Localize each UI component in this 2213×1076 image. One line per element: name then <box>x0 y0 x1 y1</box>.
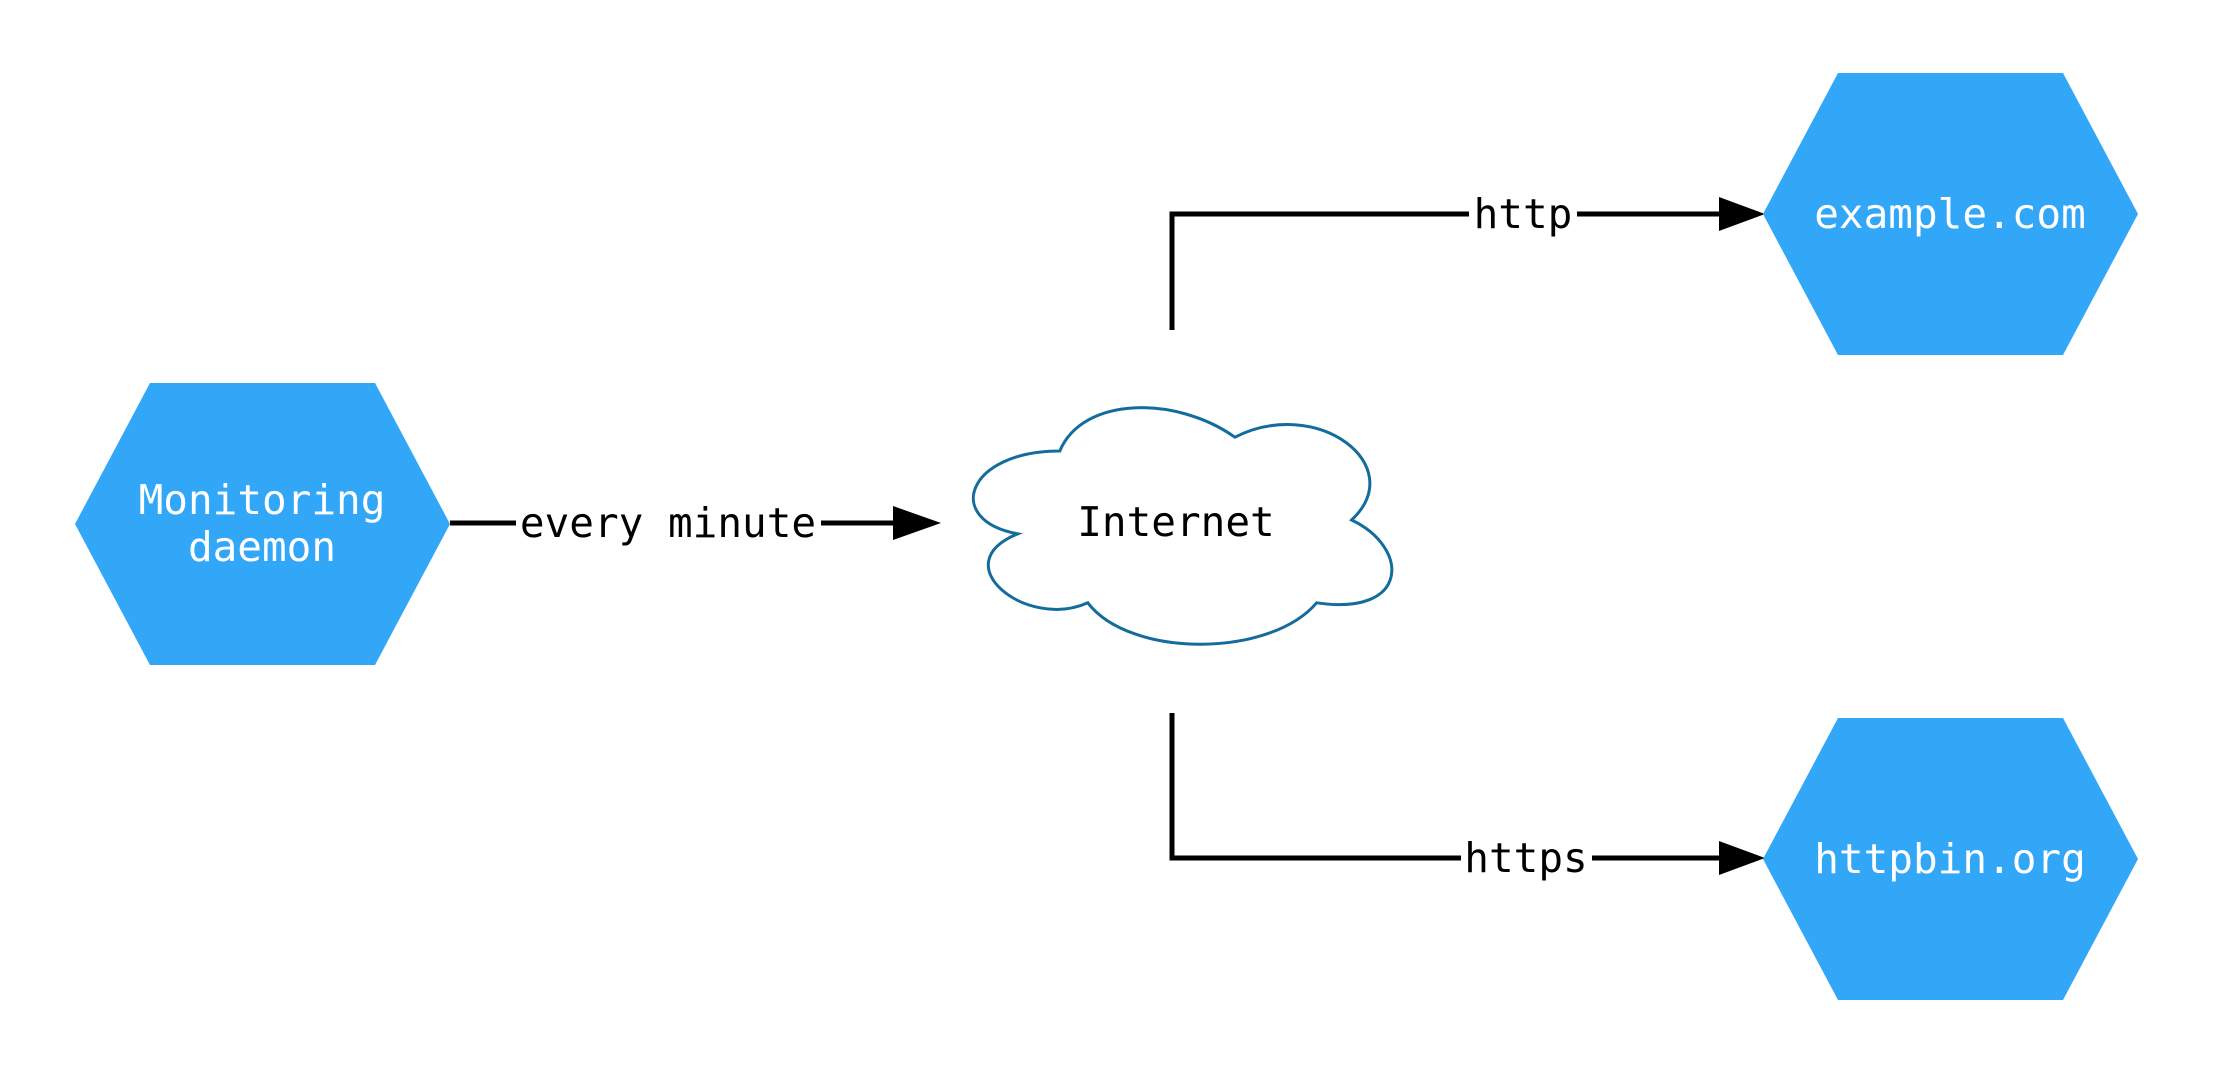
edge-internet-to-httpbin-segment-left <box>1169 713 1461 861</box>
edge-internet-to-httpbin-arrowhead-icon <box>1719 841 1765 875</box>
httpbin-org-label: httpbin.org <box>1814 835 2086 883</box>
example-com-hexagon <box>1763 73 2138 355</box>
node-example-com: example.com <box>1763 73 2138 355</box>
node-internet: Internet <box>972 406 1394 646</box>
monitoring-daemon-hexagon <box>75 383 450 665</box>
example-com-label: example.com <box>1814 190 2086 238</box>
monitoring-daemon-label-line2: daemon <box>188 523 336 571</box>
edge-monitoring-to-internet-arrowhead-icon <box>893 506 941 540</box>
monitoring-daemon-label-line1: Monitoring <box>139 476 386 524</box>
edge-label-every-minute: every minute <box>520 499 816 547</box>
edge-label-http: http <box>1474 190 1573 238</box>
edge-internet-to-example-arrowhead-icon <box>1719 197 1765 231</box>
edge-internet-to-httpbin: https <box>1169 713 1765 882</box>
edge-internet-to-example: http <box>1169 190 1765 330</box>
httpbin-org-hexagon <box>1763 718 2138 1000</box>
node-httpbin-org: httpbin.org <box>1763 718 2138 1000</box>
edge-monitoring-to-internet: every minute <box>450 499 941 547</box>
edge-label-https: https <box>1464 834 1587 882</box>
node-monitoring-daemon: Monitoring daemon <box>75 383 450 665</box>
internet-label: Internet <box>1077 498 1274 546</box>
edge-internet-to-example-segment-left <box>1169 211 1469 330</box>
internet-cloud-icon <box>972 406 1394 646</box>
